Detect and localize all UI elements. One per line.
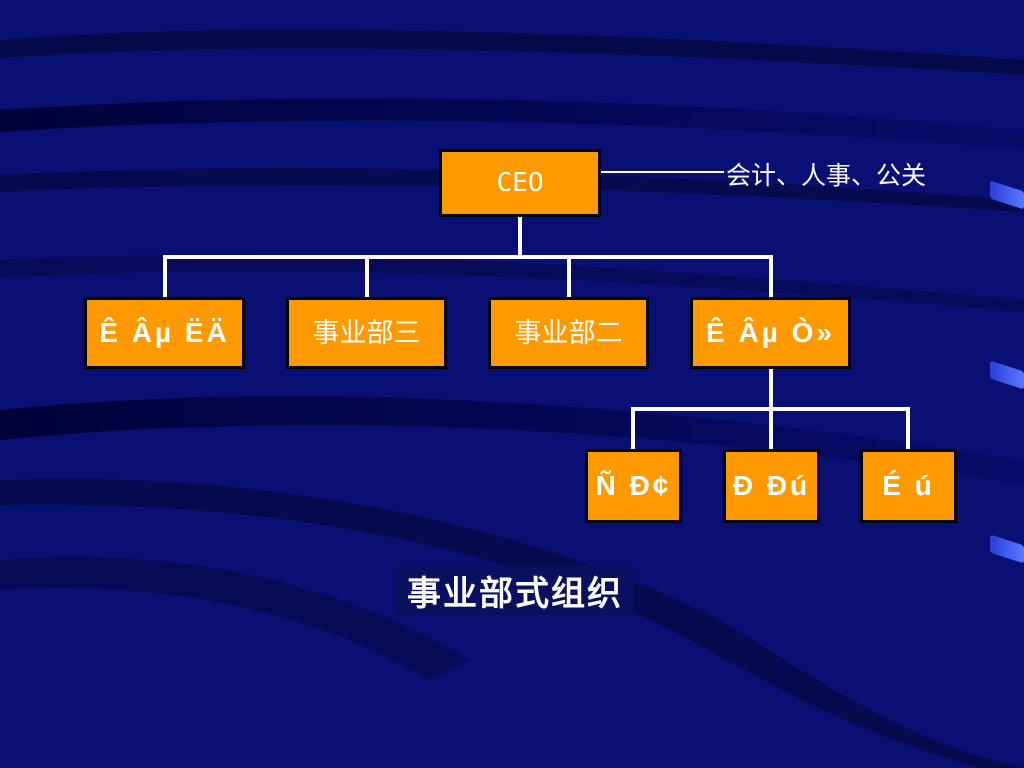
function-box: Ð Ðú (723, 449, 820, 523)
connector-division1-down (769, 368, 773, 410)
connector-ceo-down (518, 216, 522, 258)
connector-level3-drop (906, 407, 910, 451)
division-box: 事业部二 (488, 297, 649, 369)
function-label: Ð Ðú (732, 470, 811, 501)
connector-level2-bar (163, 255, 773, 259)
connector-level3-drop (769, 407, 773, 451)
connector-ceo-side (600, 171, 724, 173)
ceo-box: CEO (439, 149, 601, 217)
function-label: Ñ Ð¢ (595, 470, 672, 501)
division-label: Ê Âµ Ò» (706, 317, 835, 348)
connector-level2-drop (163, 255, 167, 299)
connector-level2-drop (365, 255, 369, 299)
connector-level3-drop (631, 407, 635, 451)
slide-title: 事业部式组织 (395, 565, 635, 615)
connector-level2-drop (567, 255, 571, 299)
ceo-label: CEO (496, 168, 544, 198)
connector-level2-drop (769, 255, 773, 299)
division-box: 事业部三 (286, 297, 447, 369)
division-label: 事业部二 (514, 317, 623, 349)
function-box: Ñ Ð¢ (585, 449, 682, 523)
division-box: Ê Âµ Ò» (690, 297, 851, 369)
division-label: Ê Âµ ËÄ (99, 317, 230, 348)
division-box: Ê Âµ ËÄ (84, 297, 245, 369)
division-label: 事业部三 (312, 317, 421, 349)
ceo-side-note: 会计、人事、公关 (726, 161, 927, 190)
function-label: É ú (882, 470, 935, 501)
function-box: É ú (860, 449, 957, 523)
